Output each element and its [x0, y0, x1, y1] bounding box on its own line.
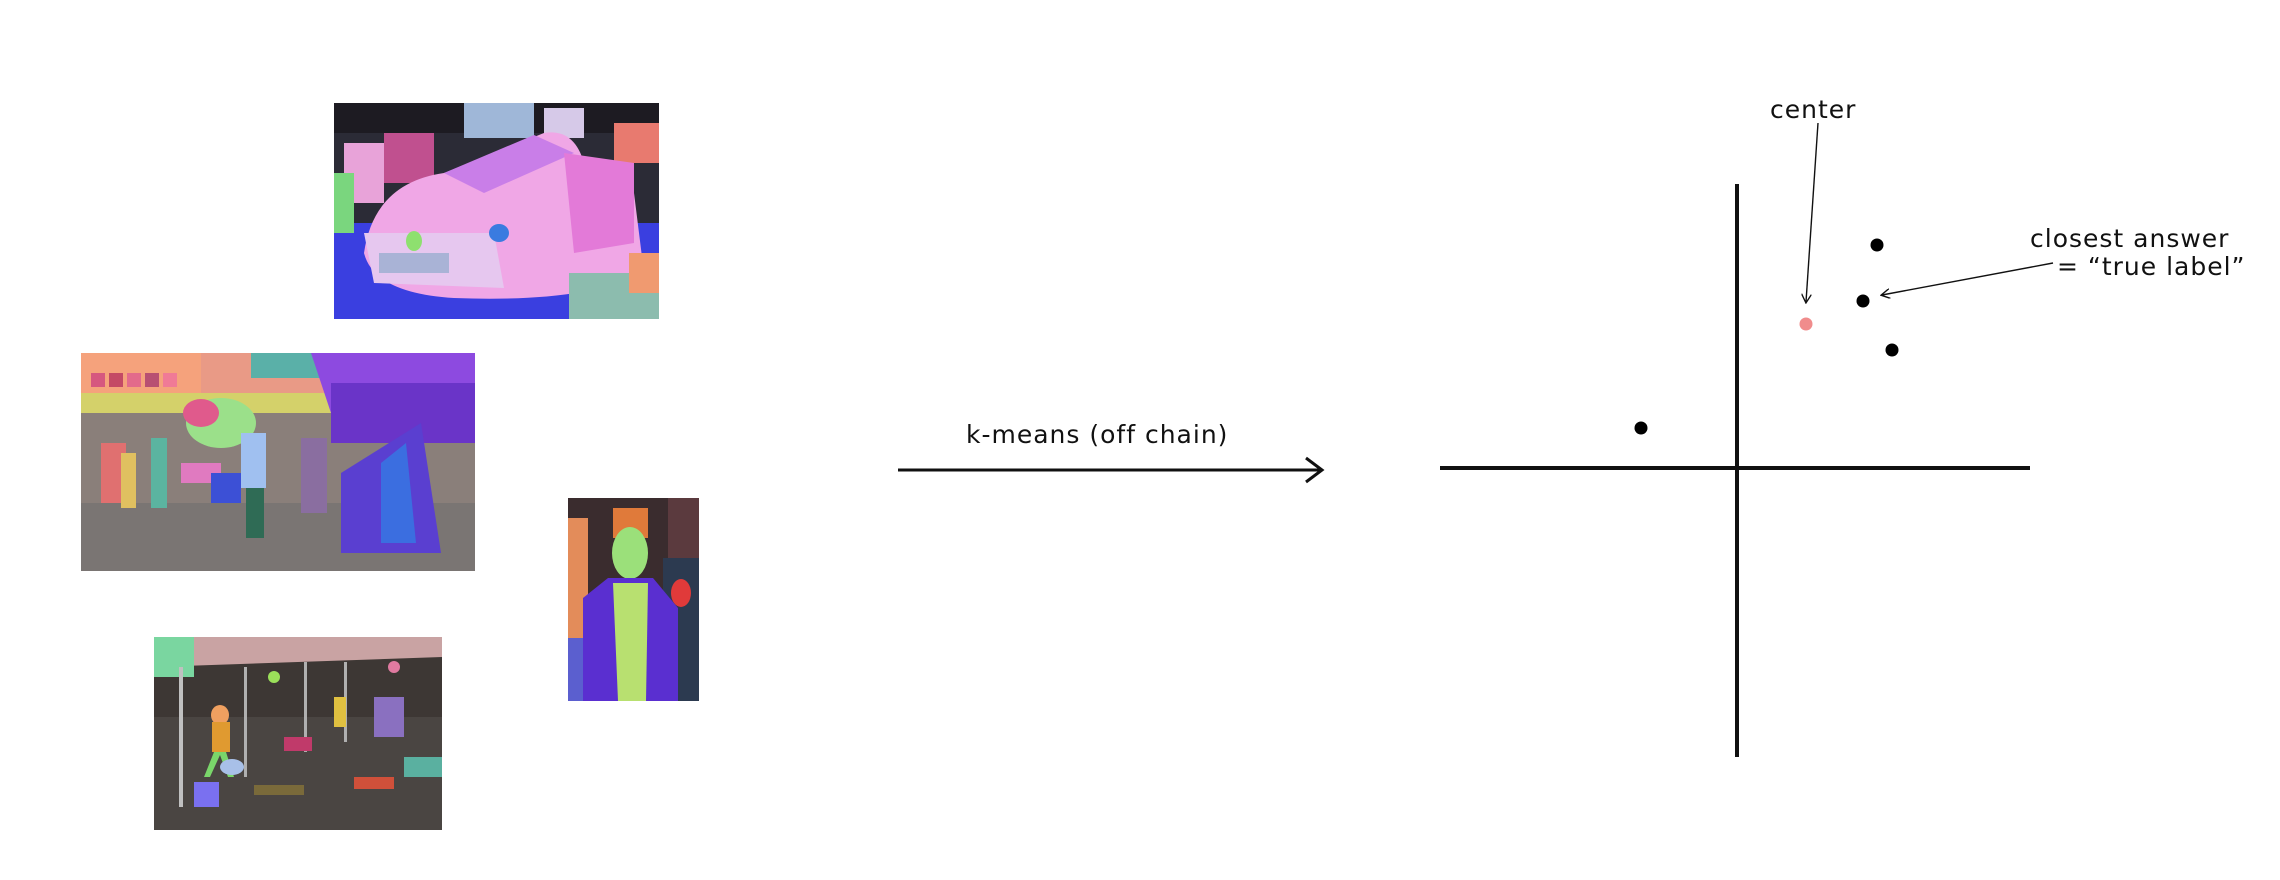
data-point — [1634, 421, 1648, 435]
center-pointer-arrow — [1806, 122, 1819, 302]
true-label-label: = “true label” — [2057, 252, 2246, 281]
answer-pointer-arrow — [1882, 262, 2054, 295]
center-label: center — [1770, 95, 1857, 124]
closest-answer-label: closest answer — [2030, 224, 2230, 253]
data-point — [1885, 343, 1899, 357]
closest-data-point — [1856, 294, 1870, 308]
segmented-car-image — [334, 103, 659, 319]
center-point — [1799, 317, 1813, 331]
segmented-street-scene-image — [154, 637, 442, 830]
segmented-market-crowd-image — [81, 353, 475, 571]
arrow-label: k-means (off chain) — [966, 420, 1229, 449]
data-point — [1870, 238, 1884, 252]
segmented-child-portrait-image — [568, 498, 699, 701]
kmeans-arrow-head — [1305, 456, 1325, 484]
